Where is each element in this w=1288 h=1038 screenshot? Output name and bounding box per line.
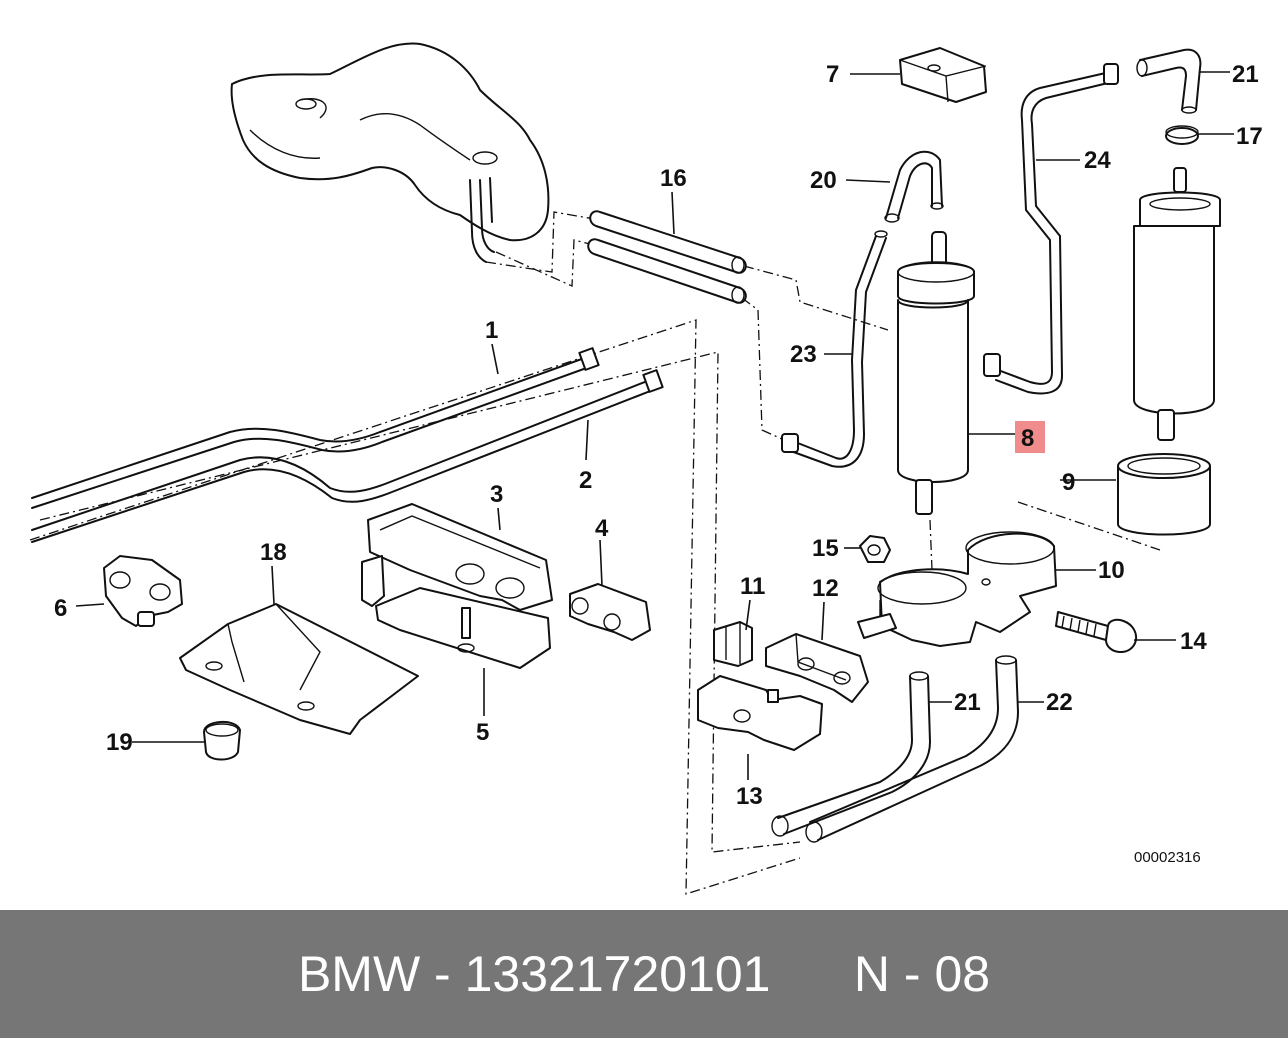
label-part-20: 20 bbox=[810, 167, 837, 194]
part-1-2-fuel-lines bbox=[31, 347, 664, 543]
position-prefix: N bbox=[853, 946, 890, 1002]
part-20-hose-bend bbox=[884, 150, 944, 223]
label-part-9: 9 bbox=[1062, 469, 1075, 496]
part-info-text: BMW - 13321720101 N - 08 bbox=[0, 910, 1288, 1038]
part-10-bracket bbox=[857, 531, 1057, 647]
right-fuel-filter bbox=[1133, 167, 1221, 441]
highlight-box-part-8 bbox=[1015, 421, 1045, 453]
position-separator: - bbox=[903, 946, 921, 1002]
label-part-13: 13 bbox=[736, 783, 763, 810]
label-part-21-top: 21 bbox=[1232, 61, 1259, 88]
part-13-bracket bbox=[697, 675, 823, 751]
fuel-tank-illustration bbox=[230, 42, 550, 263]
part-9-sleeve bbox=[1117, 453, 1211, 536]
part-3-holder bbox=[361, 503, 553, 611]
diagram-reference-number: 00002316 bbox=[1134, 849, 1201, 866]
part-labels: 1 2 3 4 5 6 7 8 9 10 11 12 13 14 15 16 1… bbox=[54, 61, 1263, 866]
part-21-top-hose bbox=[1136, 48, 1202, 114]
part-14-bolt bbox=[1055, 611, 1138, 653]
part-info-footer: BMW - 13321720101 N - 08 bbox=[0, 910, 1288, 1038]
brand-name: BMW bbox=[297, 946, 421, 1002]
part-6-clip bbox=[103, 555, 183, 627]
label-part-12: 12 bbox=[812, 575, 839, 602]
label-part-23: 23 bbox=[790, 341, 817, 368]
part-12-clamp bbox=[765, 633, 869, 703]
label-part-8: 8 bbox=[1021, 425, 1034, 452]
label-part-2: 2 bbox=[579, 467, 592, 494]
part-15-nut bbox=[859, 535, 891, 563]
label-part-3: 3 bbox=[490, 481, 503, 508]
part-7-clip bbox=[899, 47, 987, 103]
position-number: 08 bbox=[934, 946, 991, 1002]
part-5-base-plate bbox=[375, 587, 551, 669]
label-part-5: 5 bbox=[476, 719, 489, 746]
label-part-24: 24 bbox=[1084, 147, 1111, 174]
part-23-fuel-hose bbox=[781, 230, 888, 468]
label-part-22: 22 bbox=[1046, 689, 1073, 716]
assembly-guide-lines bbox=[29, 211, 1161, 895]
label-part-6: 6 bbox=[54, 595, 67, 622]
label-part-7: 7 bbox=[826, 61, 839, 88]
fuel-system-exploded-diagram: 1 2 3 4 5 6 7 8 9 10 11 12 13 14 15 16 1… bbox=[29, 42, 1263, 895]
label-part-11: 11 bbox=[740, 573, 765, 600]
part-8-fuel-filter bbox=[897, 231, 975, 515]
label-part-15: 15 bbox=[812, 535, 839, 562]
label-part-21-bottom: 21 bbox=[954, 689, 981, 716]
part-17-ring bbox=[1165, 125, 1199, 145]
brand-separator: - bbox=[434, 946, 451, 1002]
label-leader-lines bbox=[75, 71, 1234, 780]
part-4-clip bbox=[569, 583, 651, 641]
part-number: 13321720101 bbox=[464, 946, 771, 1002]
label-part-10: 10 bbox=[1098, 557, 1125, 584]
part-19-nut bbox=[203, 721, 241, 761]
part-24-fuel-hose bbox=[983, 63, 1119, 395]
part-16-hoses bbox=[587, 210, 747, 304]
label-part-17: 17 bbox=[1236, 123, 1263, 150]
label-part-18: 18 bbox=[260, 539, 287, 566]
label-part-16: 16 bbox=[660, 165, 687, 192]
label-part-14: 14 bbox=[1180, 628, 1207, 655]
label-part-1: 1 bbox=[485, 317, 498, 344]
part-18-heat-shield bbox=[179, 603, 419, 735]
label-part-19: 19 bbox=[106, 729, 133, 756]
part-11-clip bbox=[713, 621, 753, 667]
label-part-4: 4 bbox=[595, 515, 609, 542]
part-21-22-bottom-hoses bbox=[771, 655, 1019, 843]
